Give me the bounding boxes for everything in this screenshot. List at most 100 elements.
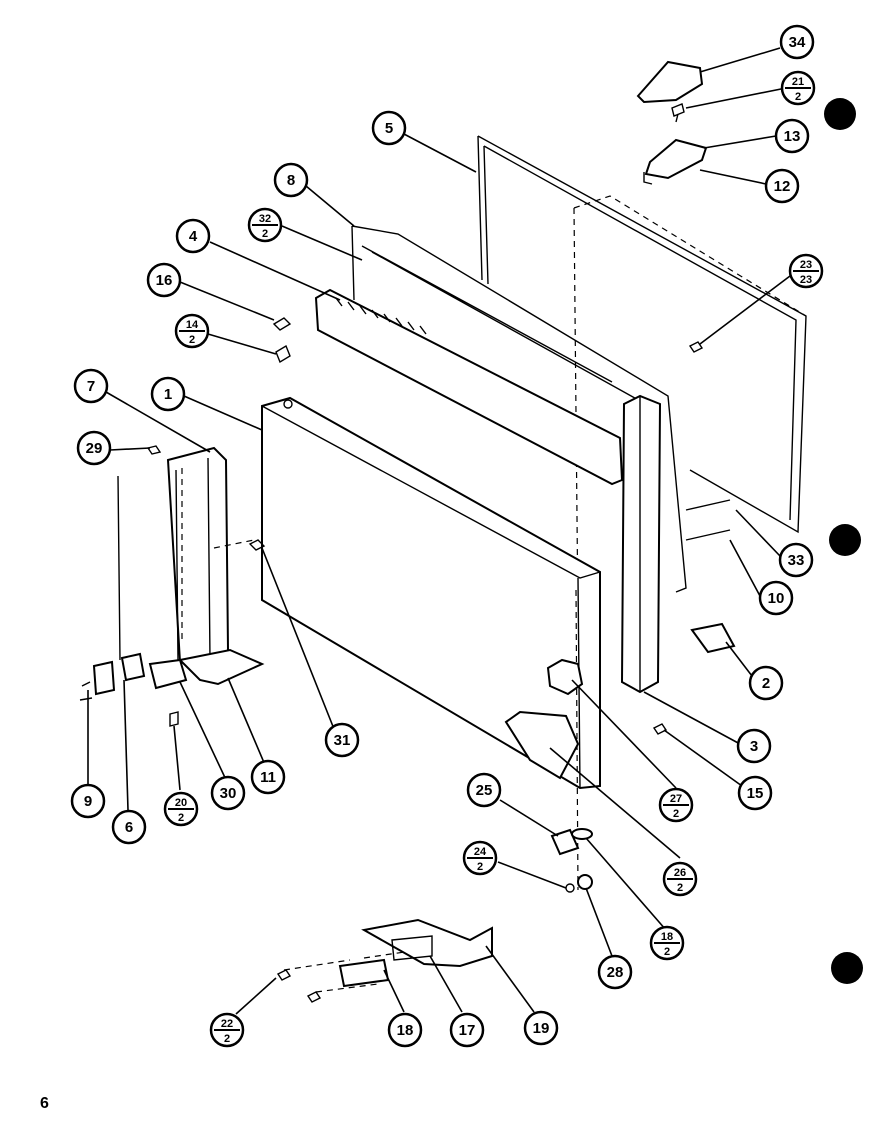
callout-circle xyxy=(70,783,106,819)
callout-quantity: 2 xyxy=(673,808,679,820)
door-panel-part xyxy=(261,396,601,790)
callout-circle xyxy=(273,162,309,198)
callout-circle xyxy=(758,580,794,616)
callout-circle xyxy=(737,775,773,811)
callout-quantity: 2 xyxy=(795,91,801,103)
registration-dot-top xyxy=(824,98,856,130)
callout-quantity: 2 xyxy=(224,1033,230,1045)
callout-30: 30 xyxy=(210,775,246,811)
callout-number: 31 xyxy=(334,732,351,749)
callout-circle xyxy=(736,728,772,764)
callout-number: 33 xyxy=(788,552,805,569)
callout-12: 12 xyxy=(764,168,800,204)
callout-quantity: 23 xyxy=(800,274,812,286)
registration-dot-middle xyxy=(829,524,861,556)
callout-2: 2 xyxy=(748,665,784,701)
callout-31: 31 xyxy=(324,722,360,758)
callout-number: 6 xyxy=(125,819,133,836)
callout-27-2: 272 xyxy=(658,787,694,823)
callout-number: 21 xyxy=(792,76,804,88)
door-gasket-part xyxy=(477,135,807,534)
callout-6: 6 xyxy=(111,809,147,845)
callout-number: 17 xyxy=(459,1022,476,1039)
callout-18: 18 xyxy=(387,1012,423,1048)
callout-circle xyxy=(371,110,407,146)
callout-number: 34 xyxy=(789,34,806,51)
callout-number: 8 xyxy=(287,172,295,189)
callout-number: 18 xyxy=(397,1022,414,1039)
callout-32-2: 322 xyxy=(247,207,283,243)
bottom-hinge-plate-part xyxy=(361,918,493,968)
callout-circle xyxy=(146,262,182,298)
callout-circle xyxy=(250,759,286,795)
callout-circle xyxy=(523,1010,559,1046)
callout-circle xyxy=(387,1012,423,1048)
leader-lines xyxy=(87,47,791,1015)
top-hinge-part xyxy=(644,138,708,180)
cover-stop-part xyxy=(690,622,736,654)
callout-number: 1 xyxy=(164,386,172,403)
callout-number: 16 xyxy=(156,272,173,289)
callout-quantity: 2 xyxy=(677,882,683,894)
callout-34: 34 xyxy=(779,24,815,60)
callout-quantity: 2 xyxy=(664,946,670,958)
callout-number: 10 xyxy=(768,590,785,607)
callout-number: 9 xyxy=(84,793,92,810)
callout-21-2: 212 xyxy=(780,70,816,106)
callout-circle xyxy=(150,376,186,412)
callout-number: 30 xyxy=(220,785,237,802)
callout-circle xyxy=(73,368,109,404)
callout-16: 16 xyxy=(146,262,182,298)
callout-number: 32 xyxy=(259,213,271,225)
callout-24-2: 242 xyxy=(462,840,498,876)
callout-circle xyxy=(210,775,246,811)
callout-17: 17 xyxy=(449,1012,485,1048)
callout-number: 19 xyxy=(533,1020,550,1037)
callout-quantity: 2 xyxy=(189,334,195,346)
handle-end-cap-part xyxy=(120,652,146,682)
hinge-screw-part xyxy=(671,103,685,123)
callout-number: 27 xyxy=(670,793,682,805)
bottom-bushing-part xyxy=(577,874,593,890)
hinge-cover-part xyxy=(636,60,704,104)
callout-number: 12 xyxy=(774,178,791,195)
handle-bracket-part xyxy=(177,648,265,686)
callout-circle xyxy=(597,954,633,990)
callout-number: 29 xyxy=(86,440,103,457)
callout-number: 5 xyxy=(385,120,393,137)
callout-8: 8 xyxy=(273,162,309,198)
callout-circle xyxy=(779,24,815,60)
callout-number: 14 xyxy=(186,319,199,331)
callout-number: 2 xyxy=(762,675,770,692)
callout-28: 28 xyxy=(597,954,633,990)
callout-14-2: 142 xyxy=(174,313,210,349)
callout-quantity: 2 xyxy=(477,861,483,873)
callout-9: 9 xyxy=(70,783,106,819)
callout-11: 11 xyxy=(250,759,286,795)
door-stop-part xyxy=(504,710,580,780)
callout-10: 10 xyxy=(758,580,794,616)
callout-circle xyxy=(449,1012,485,1048)
callout-26-2: 262 xyxy=(662,861,698,897)
callout-19: 19 xyxy=(523,1010,559,1046)
callout-circle xyxy=(774,118,810,154)
bottom-washer-part xyxy=(571,828,593,840)
callout-number: 11 xyxy=(260,769,276,786)
callout-number: 7 xyxy=(87,378,95,395)
callout-7: 7 xyxy=(73,368,109,404)
callout-circle xyxy=(175,218,211,254)
handle-clip-part xyxy=(148,658,188,690)
callout-circle xyxy=(466,772,502,808)
callout-number: 15 xyxy=(747,785,764,802)
bottom-bracket-part xyxy=(550,828,580,856)
callout-number: 20 xyxy=(175,797,187,809)
registration-dot-bottom xyxy=(831,952,863,984)
handle-small-clip-part xyxy=(92,660,116,696)
callout-circle xyxy=(764,168,800,204)
insulation-part xyxy=(314,288,624,486)
callout-20-2: 202 xyxy=(163,791,199,827)
page-number: 6 xyxy=(40,1095,49,1112)
